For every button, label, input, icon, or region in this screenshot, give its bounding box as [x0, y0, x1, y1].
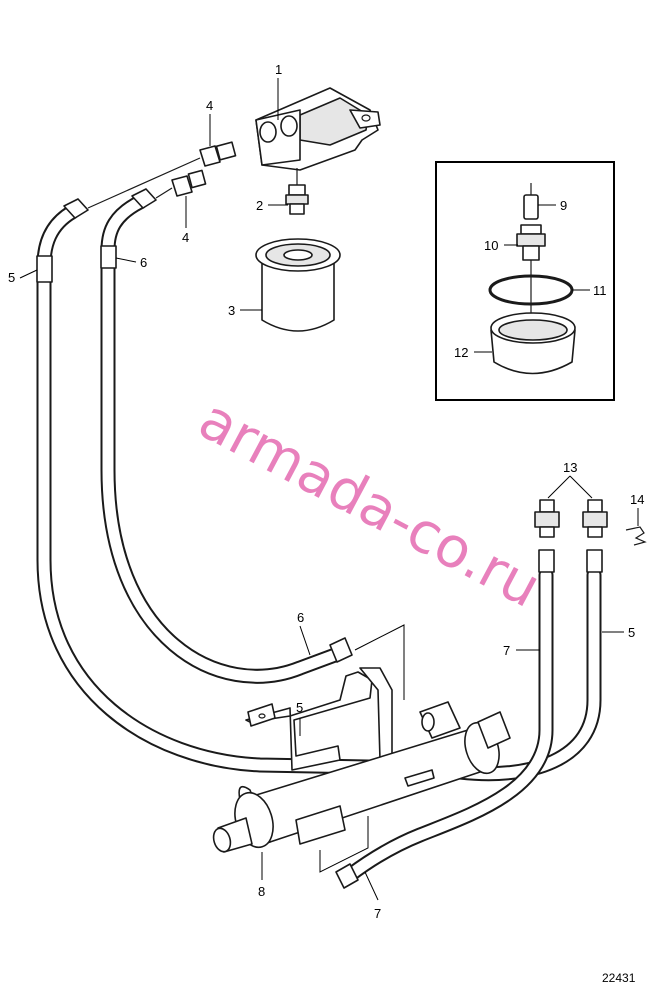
- adapter-fitting-lower: [171, 169, 207, 197]
- oil-filter-bracket: [255, 87, 381, 171]
- callout-4-lower: 4: [182, 230, 189, 245]
- hose-end-fitting: [329, 637, 353, 663]
- callout-14: 14: [630, 492, 644, 507]
- threaded-nipple: [285, 168, 309, 215]
- connector-fitting-left: [534, 499, 560, 573]
- sensor-adapter: [516, 224, 546, 318]
- callout-12: 12: [454, 345, 468, 360]
- callout-6-upper: 6: [140, 255, 147, 270]
- hose-sleeve: [36, 255, 53, 283]
- inset-panel: [435, 161, 615, 401]
- hose-end-fitting: [335, 863, 359, 889]
- callout-6-lower: 6: [297, 610, 304, 625]
- oil-cooler: [212, 701, 511, 853]
- leader-lines: [19, 78, 639, 901]
- adapter-fitting-upper: [199, 141, 237, 167]
- sensor-plug: [523, 183, 539, 220]
- callout-9: 9: [560, 198, 567, 213]
- hose-clip: [625, 526, 647, 546]
- callout-8: 8: [258, 884, 265, 899]
- hose-6-left: [100, 194, 343, 684]
- callout-11: 11: [593, 283, 607, 298]
- hose-end-fitting: [63, 188, 157, 219]
- hose-5-left: [36, 204, 428, 776]
- oil-filter: [255, 238, 341, 332]
- callouts: 1 4 4 2 3 5 6 6 5 8 7 7 5 13 14 9 10 11 …: [8, 62, 644, 921]
- callout-5-right: 5: [628, 625, 635, 640]
- watermark-text: armada-co.ru: [188, 387, 550, 621]
- connector-fitting-right: [582, 499, 608, 573]
- callout-10: 10: [484, 238, 498, 253]
- callout-5-middle: 5: [296, 700, 303, 715]
- callout-7-right: 7: [503, 643, 510, 658]
- callout-13: 13: [563, 460, 577, 475]
- callout-5-left: 5: [8, 270, 15, 285]
- hose-7-right: [342, 567, 554, 883]
- callout-4-upper: 4: [206, 98, 213, 113]
- oil-cooler-bracket: [245, 667, 393, 771]
- hose-sleeve: [100, 245, 117, 269]
- callout-7-lower: 7: [374, 906, 381, 921]
- callout-2: 2: [256, 198, 263, 213]
- filter-cup: [490, 312, 576, 375]
- figure-number: 22431: [602, 971, 636, 985]
- callout-1: 1: [275, 62, 282, 77]
- callout-3: 3: [228, 303, 235, 318]
